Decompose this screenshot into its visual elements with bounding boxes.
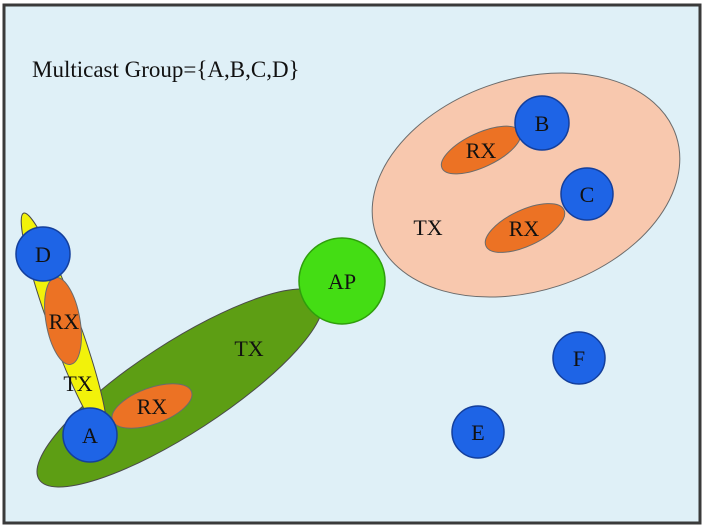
tx-peach-label: TX bbox=[413, 215, 442, 240]
rx-b-label: RX bbox=[466, 138, 497, 163]
rx-d-label: RX bbox=[49, 309, 80, 334]
node-a-label: A bbox=[82, 423, 98, 448]
rx-c-label: RX bbox=[509, 216, 540, 241]
rx-region-c bbox=[484, 203, 566, 253]
node-a bbox=[62, 407, 118, 463]
tx-region-peach bbox=[371, 72, 681, 298]
rx-a-label: RX bbox=[137, 394, 168, 419]
node-c bbox=[560, 167, 614, 221]
node-e bbox=[451, 405, 505, 459]
multicast-group-title: Multicast Group={A,B,C,D} bbox=[32, 57, 300, 82]
access-point-node bbox=[298, 237, 386, 325]
node-f bbox=[552, 331, 606, 385]
node-d bbox=[15, 226, 71, 282]
node-c-label: C bbox=[580, 182, 595, 207]
node-d-label: D bbox=[35, 242, 51, 267]
access-point-label: AP bbox=[328, 269, 356, 294]
node-b-label: B bbox=[535, 111, 550, 136]
node-e-label: E bbox=[471, 420, 484, 445]
node-f-label: F bbox=[573, 346, 585, 371]
tx-yellow-label: TX bbox=[63, 371, 92, 396]
tx-green-label: TX bbox=[234, 336, 263, 361]
node-b bbox=[514, 95, 570, 151]
